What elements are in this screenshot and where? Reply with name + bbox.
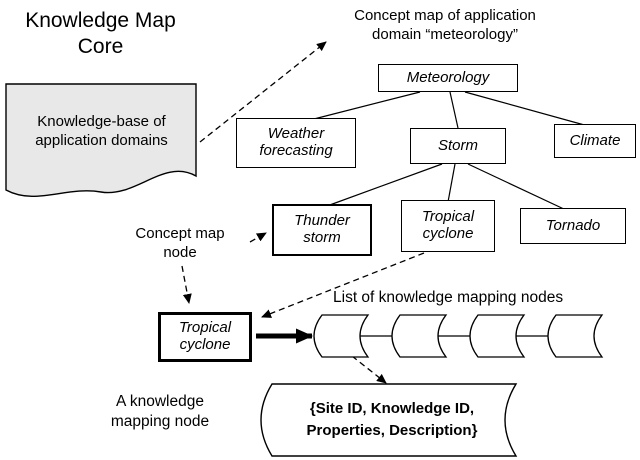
concept-map-caption: Concept map of application domain “meteo…: [354, 7, 536, 44]
tree-edges: [309, 91, 589, 211]
page-title: Knowledge Map Core: [25, 9, 176, 59]
mapping-node-content: {Site ID, Knowledge ID, Properties, Desc…: [306, 400, 478, 439]
tree-node-tornado: Tornado: [520, 208, 626, 244]
tree-node-storm: Storm: [410, 128, 506, 164]
dashed-arrows: [181, 41, 425, 384]
arrow-list-to-mapping-node: [351, 355, 387, 384]
mapping-node-label: A knowledge mapping node: [110, 393, 210, 430]
selected-node-tropical-cyclone: Tropical cyclone: [158, 312, 252, 362]
tree-node-climate: Climate: [554, 124, 636, 158]
list-node-shape-3: [469, 314, 526, 358]
arrow-label-to-selected: [181, 265, 192, 304]
list-node-shape-4: [547, 314, 604, 358]
tree-node-thunder-storm: Thunder storm: [272, 204, 372, 256]
list-of-nodes-label: List of knowledge mapping nodes: [333, 289, 564, 306]
document-shape: [5, 83, 197, 198]
knowledge-base-label: Knowledge-base of application domains: [35, 113, 168, 150]
concept-map-node-label: Concept map node: [135, 225, 225, 262]
list-node-shapes: [313, 314, 604, 358]
list-node-shape-1: [313, 314, 370, 358]
arrow-tree-to-selected: [261, 252, 425, 318]
list-node-shape-2: [391, 314, 448, 358]
arrow-doc-to-caption: [199, 41, 327, 143]
tree-node-weather-forecasting: Weather forecasting: [236, 118, 356, 168]
tree-node-tropical-cyclone: Tropical cyclone: [401, 200, 495, 252]
mapping-node-shape: [260, 383, 518, 457]
tree-node-meteorology: Meteorology: [378, 64, 518, 92]
arrow-label-to-thunderstorm: [249, 232, 267, 243]
